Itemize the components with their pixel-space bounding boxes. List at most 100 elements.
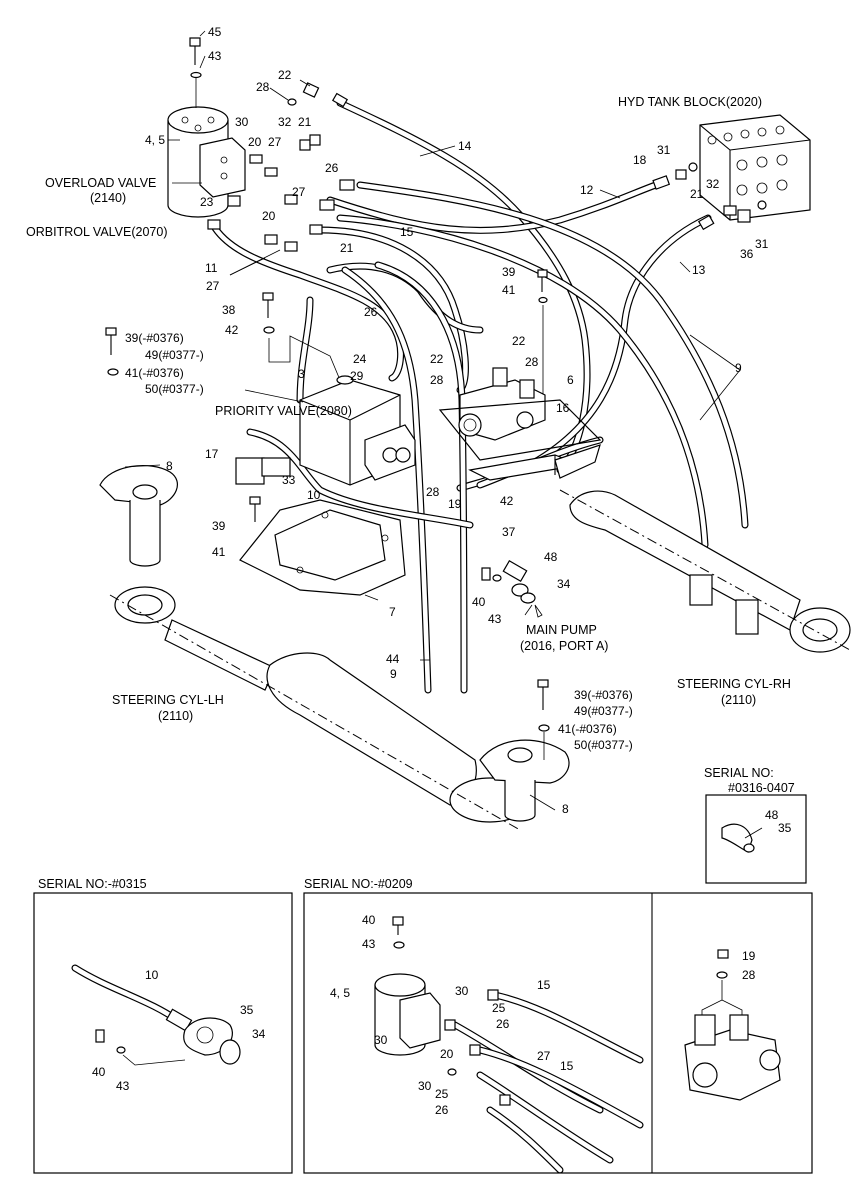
callout: 20 xyxy=(248,135,262,149)
callout: 21 xyxy=(690,187,704,201)
serial-box-right-range: #0316-0407 xyxy=(728,781,795,795)
callout: 43 xyxy=(488,612,502,626)
callout: 22 xyxy=(512,334,526,348)
hyd-tank-block xyxy=(699,114,811,221)
overload-valve xyxy=(167,106,246,218)
callout: 42 xyxy=(225,323,239,337)
callout: 40 xyxy=(472,595,486,609)
callout: 40 xyxy=(362,913,376,927)
steering-cyl-lh-label: STEERING CYL-LH xyxy=(112,693,224,707)
callout: 30 xyxy=(455,984,469,998)
callout: 19 xyxy=(448,497,462,511)
callout: 20 xyxy=(440,1047,454,1061)
callout: 22 xyxy=(430,352,444,366)
fittings xyxy=(207,82,767,252)
callout: 32 xyxy=(706,177,720,191)
callout: 30 xyxy=(374,1033,388,1047)
steering-cyl-rh xyxy=(559,489,851,653)
leader-lines xyxy=(124,30,763,839)
callout: 4, 5 xyxy=(330,986,350,1000)
callout: 15 xyxy=(400,225,414,239)
callout: 42 xyxy=(500,494,514,508)
pump-fitting-48 xyxy=(481,559,543,618)
callout: 26 xyxy=(435,1103,449,1117)
callout: 28 xyxy=(525,355,539,369)
callout: 17 xyxy=(205,447,219,461)
callout: 9 xyxy=(735,361,742,375)
callout: 23 xyxy=(200,195,214,209)
callout: 39 xyxy=(502,265,516,279)
callout: 13 xyxy=(692,263,706,277)
callout: 8 xyxy=(166,459,173,473)
callout: 32 xyxy=(278,115,292,129)
callout: 3 xyxy=(298,367,305,381)
callout: 25 xyxy=(492,1001,506,1015)
callout: 22 xyxy=(278,68,292,82)
bolt-45 xyxy=(189,37,202,108)
callout: 10 xyxy=(307,488,321,502)
callout: 11 xyxy=(205,261,218,275)
overload-valve-code: (2140) xyxy=(90,191,126,205)
callout-numbers: 45 43 22 28 4, 5 30 20 32 27 21 14 26 27… xyxy=(92,25,792,1117)
steering-cyl-rh-code: (2110) xyxy=(721,693,756,707)
callout: 48 xyxy=(544,550,558,564)
overload-valve-label: OVERLOAD VALVE xyxy=(45,176,156,190)
priority-valve-label: PRIORITY VALVE(2080) xyxy=(215,404,352,418)
main-pump-label: MAIN PUMP xyxy=(526,623,597,637)
callout: 10 xyxy=(145,968,159,982)
callout: 38 xyxy=(222,303,236,317)
callout: 30 xyxy=(235,115,249,129)
callout: 30 xyxy=(418,1079,432,1093)
callout: 15 xyxy=(537,978,551,992)
callout: 12 xyxy=(580,183,594,197)
serial-box-mid xyxy=(303,892,813,1174)
pivot-8-upper xyxy=(99,465,178,567)
callout: 29 xyxy=(350,369,364,383)
bolt-39-41-right xyxy=(537,679,550,760)
main-pump-port-label: (2016, PORT A) xyxy=(520,639,608,653)
callout: 27 xyxy=(268,135,282,149)
callout: 44 xyxy=(386,652,400,666)
pivot-8-lower xyxy=(479,739,570,822)
serial-box-left xyxy=(33,892,293,1174)
callout: 24 xyxy=(353,352,367,366)
pump-block-6 xyxy=(438,367,602,481)
callout: 39 xyxy=(212,519,226,533)
callout: 15 xyxy=(560,1059,574,1073)
serial-box-left-title: SERIAL NO:-#0315 xyxy=(38,877,147,891)
callout: 45 xyxy=(208,25,222,39)
steering-cyl-lh-code: (2110) xyxy=(158,709,193,723)
callout: 16 xyxy=(556,401,570,415)
callout: 4, 5 xyxy=(145,133,165,147)
callout: 37 xyxy=(502,525,516,539)
callout: 28 xyxy=(256,80,270,94)
callout: 48 xyxy=(765,808,779,822)
callout: 26 xyxy=(496,1017,510,1031)
hyd-tank-block-label: HYD TANK BLOCK(2020) xyxy=(618,95,762,109)
callout: 34 xyxy=(252,1027,266,1041)
callout: 6 xyxy=(567,373,574,387)
callout: 41(-#0376) xyxy=(125,366,184,380)
callout: 50(#0377-) xyxy=(574,738,633,752)
callout: 18 xyxy=(633,153,647,167)
callout: 34 xyxy=(557,577,571,591)
callout: 27 xyxy=(292,185,306,199)
callout: 28 xyxy=(430,373,444,387)
callout: 39(-#0376) xyxy=(574,688,633,702)
callout: 35 xyxy=(240,1003,254,1017)
serial-box-mid-title: SERIAL NO:-#0209 xyxy=(304,877,413,891)
orbitrol-valve-label: ORBITROL VALVE(2070) xyxy=(26,225,168,239)
callout: 31 xyxy=(657,143,671,157)
callout: 49(#0377-) xyxy=(145,348,204,362)
callout: 43 xyxy=(116,1079,130,1093)
serial-box-right xyxy=(705,794,807,884)
callout: 40 xyxy=(92,1065,106,1079)
callout: 33 xyxy=(282,473,296,487)
callout: 41(-#0376) xyxy=(558,722,617,736)
callout: 28 xyxy=(742,968,756,982)
serial-box-right-title: SERIAL NO: xyxy=(704,766,774,780)
priority-valve xyxy=(299,375,416,486)
callout: 41 xyxy=(502,283,516,297)
callout: 7 xyxy=(389,605,396,619)
